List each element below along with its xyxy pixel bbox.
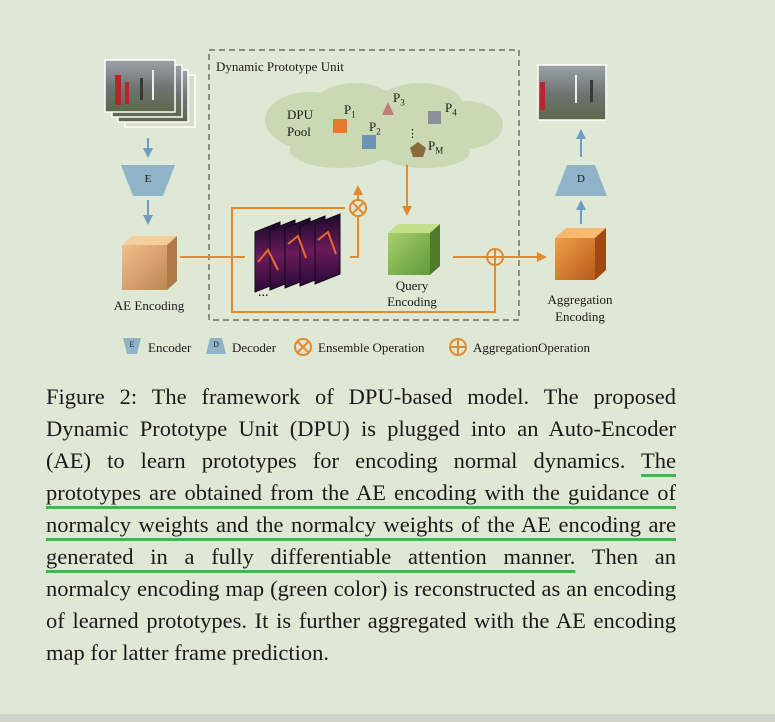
legend-decoder-icon	[206, 338, 226, 354]
prototype-p4-square	[428, 111, 441, 124]
pool-ellipsis: ⋮	[407, 128, 418, 140]
aggregation-operation-symbol	[486, 248, 504, 266]
feature-map-stack	[254, 213, 341, 293]
decoder-letter: D	[577, 173, 585, 185]
label-p4: P4	[445, 100, 457, 118]
caption-part-1: Figure 2: The framework of DPU-based mod…	[46, 384, 676, 473]
query-encoding-label-2: Encoding	[387, 294, 437, 309]
legend-ensemble-icon	[294, 338, 312, 356]
label-p1: P1	[344, 102, 356, 120]
stack-ellipsis: ...	[258, 285, 269, 300]
dpu-title: Dynamic Prototype Unit	[216, 59, 344, 74]
diagram-svg: ...	[104, 49, 607, 356]
caption-part-2: Then an normalcy encoding map (green col…	[46, 544, 677, 665]
legend-encoder-letter: E	[129, 340, 135, 349]
legend-aggregation-label: AggregationOperation	[473, 340, 590, 355]
label-p3: P3	[393, 90, 405, 108]
label-p2: P2	[369, 119, 381, 137]
legend-ensemble-label: Ensemble Operation	[318, 340, 425, 355]
label-pm: PM	[428, 138, 444, 156]
prototype-p2-square	[362, 135, 376, 149]
legend-encoder-icon	[123, 338, 141, 354]
encoder-letter: E	[144, 173, 152, 185]
prototype-pm-pentagon	[410, 142, 426, 157]
legend-aggregation-icon	[449, 338, 467, 356]
output-frame	[537, 64, 607, 121]
legend-decoder-label: Decoder	[232, 340, 277, 355]
bottom-divider	[0, 714, 775, 722]
flow-lines	[180, 165, 547, 313]
dpu-box	[208, 49, 520, 321]
figure-caption: Figure 2: The framework of DPU-based mod…	[46, 381, 676, 669]
ensemble-operation-symbol	[349, 199, 367, 217]
query-encoding-label-1: Query	[395, 278, 429, 293]
legend-encoder-label: Encoder	[148, 340, 192, 355]
prototype-p1-square	[333, 119, 347, 133]
ae-encoding-cube	[122, 236, 177, 290]
pool-label-line1: DPU	[287, 107, 314, 122]
query-encoding-cube	[388, 224, 440, 275]
decoder-trapezoid	[555, 165, 607, 196]
aggregation-encoding-label-1: Aggregation	[547, 292, 613, 307]
legend-decoder-letter: D	[213, 340, 219, 349]
aggregation-encoding-cube	[555, 228, 606, 280]
aggregation-encoding-label-2: Encoding	[555, 309, 605, 324]
pool-label-line2: Pool	[287, 124, 311, 139]
prototype-p3-triangle	[382, 102, 394, 115]
input-frames	[104, 59, 196, 128]
encoder-trapezoid	[121, 165, 175, 196]
ae-encoding-label: AE Encoding	[113, 298, 185, 313]
framework-diagram: ... Dynamic Prot	[104, 49, 613, 356]
caption-highlighted-sentence: The prototypes are obtained from the AE …	[46, 448, 676, 569]
